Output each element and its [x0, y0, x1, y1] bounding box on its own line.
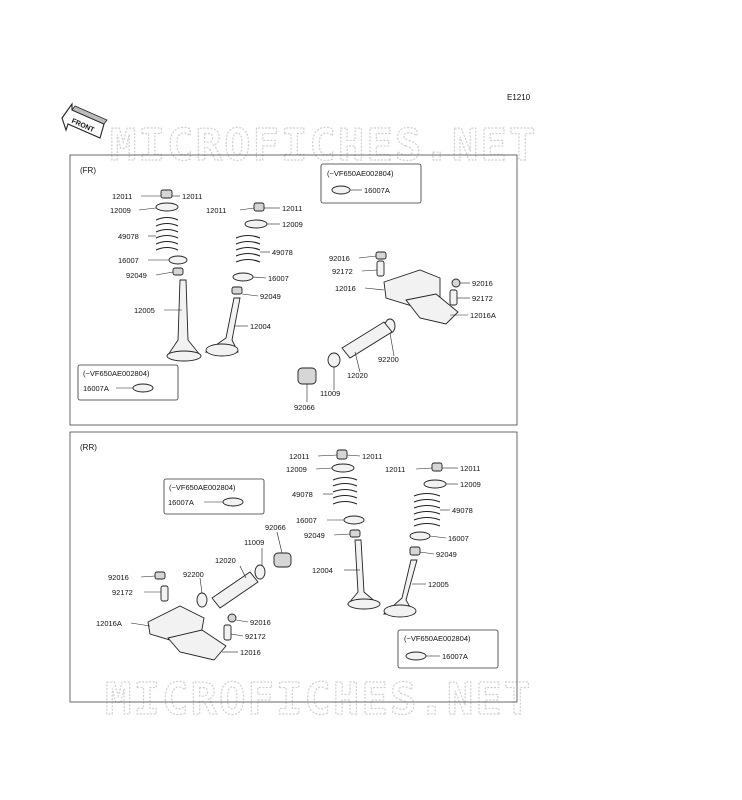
- rr-part-labels: 12011 12011 12009 49078 16007 92049 1200…: [96, 452, 481, 657]
- fr-label-92049-b: 92049: [260, 292, 281, 301]
- rr-note-serial-bottom: (~VF650AE002804): [404, 634, 471, 643]
- fr-label-92016: 92016: [329, 254, 350, 263]
- rr-note-box-top: (~VF650AE002804) 16007A: [163, 478, 265, 515]
- fr-label-12011-c: 12011: [206, 206, 226, 215]
- fr-label-49078: 49078: [118, 232, 139, 241]
- rr-note-box-bottom: (~VF650AE002804) 16007A: [397, 629, 499, 669]
- fr-label-12011-a: 12011: [112, 192, 132, 201]
- watermark-bottom: MICROFICHES.NET: [105, 674, 532, 725]
- rr-label-12011-c: 12011: [385, 465, 405, 474]
- section-fr-label: (FR): [80, 166, 96, 175]
- fr-label-12020: 12020: [347, 371, 368, 380]
- rr-label-11009: 11009: [244, 538, 264, 547]
- rr-label-12009-b: 12009: [460, 480, 481, 489]
- rr-rocker-arm-assembly: [147, 552, 292, 661]
- rr-label-12020: 12020: [215, 556, 236, 565]
- fr-label-12009-b: 12009: [282, 220, 303, 229]
- section-fr-frame: [69, 154, 518, 426]
- rr-label-49078: 49078: [292, 490, 313, 499]
- fr-intake-valve-assembly: [204, 202, 268, 357]
- rr-label-12011-a: 12011: [289, 452, 309, 461]
- rr-label-12011-b: 12011: [362, 452, 382, 461]
- rr-label-16007-b: 16007: [448, 534, 469, 543]
- watermark-top: MICROFICHES.NET: [110, 120, 537, 171]
- rr-label-12005: 12005: [428, 580, 449, 589]
- fr-label-92066: 92066: [294, 403, 315, 412]
- fr-label-49078-b: 49078: [272, 248, 293, 257]
- rr-label-92016: 92016: [108, 573, 129, 582]
- rr-label-92016-b: 92016: [250, 618, 271, 627]
- fr-label-92172-b: 92172: [472, 294, 493, 303]
- fr-label-12016a: 12016A: [470, 311, 496, 320]
- fr-label-12004: 12004: [250, 322, 271, 331]
- fr-note-box-top: (~VF650AE002804) 16007A: [320, 163, 422, 204]
- fr-label-16007: 16007: [118, 256, 139, 265]
- rr-label-92172-b: 92172: [245, 632, 266, 641]
- fr-label-12016: 12016: [335, 284, 356, 293]
- rr-label-92049-b: 92049: [436, 550, 457, 559]
- fr-note-part-top: 16007A: [364, 186, 390, 195]
- rr-label-12016: 12016: [240, 648, 261, 657]
- fr-label-16007-b: 16007: [268, 274, 289, 283]
- fr-note-part-bottom: 16007A: [83, 384, 109, 393]
- rr-intake-valve-assembly: [331, 449, 381, 610]
- fr-label-12005: 12005: [134, 306, 155, 315]
- fr-label-12011-b: 12011: [182, 192, 202, 201]
- rr-note-part-bottom: 16007A: [442, 652, 468, 661]
- rr-label-92200: 92200: [183, 570, 204, 579]
- rr-label-92172: 92172: [112, 588, 133, 597]
- rr-label-12016a: 12016A: [96, 619, 122, 628]
- rr-label-92066: 92066: [265, 523, 286, 532]
- fr-label-12011-d: 12011: [282, 204, 302, 213]
- rr-label-92049: 92049: [304, 531, 325, 540]
- fr-rocker-arm-assembly: [297, 251, 461, 385]
- fr-exhaust-valve-assembly: [155, 189, 202, 362]
- rr-label-12004: 12004: [312, 566, 333, 575]
- front-arrow-icon: FRONT: [61, 102, 108, 139]
- section-rr-frame: [69, 431, 518, 703]
- fr-label-12009: 12009: [110, 206, 131, 215]
- fr-part-labels: 12011 12011 12009 49078 16007 92049 1200…: [110, 192, 496, 412]
- section-rr-label: (RR): [80, 443, 97, 452]
- fr-note-serial-bottom: (~VF650AE002804): [83, 369, 150, 378]
- rr-label-12011-d: 12011: [460, 464, 480, 473]
- diagram-code: E1210: [507, 93, 531, 102]
- fr-note-box-bottom: (~VF650AE002804) 16007A: [77, 364, 179, 401]
- rr-label-49078-b: 49078: [452, 506, 473, 515]
- rr-note-serial-top: (~VF650AE002804): [169, 483, 236, 492]
- rr-label-16007: 16007: [296, 516, 317, 525]
- fr-label-11009: 11009: [320, 389, 340, 398]
- rr-note-part-top: 16007A: [168, 498, 194, 507]
- fr-label-92049: 92049: [126, 271, 147, 280]
- rr-exhaust-valve-assembly: [382, 462, 447, 618]
- fr-label-92016-b: 92016: [472, 279, 493, 288]
- fr-label-92172: 92172: [332, 267, 353, 276]
- fr-label-92200: 92200: [378, 355, 399, 364]
- fr-note-serial-top: (~VF650AE002804): [327, 169, 394, 178]
- rr-label-12009: 12009: [286, 465, 307, 474]
